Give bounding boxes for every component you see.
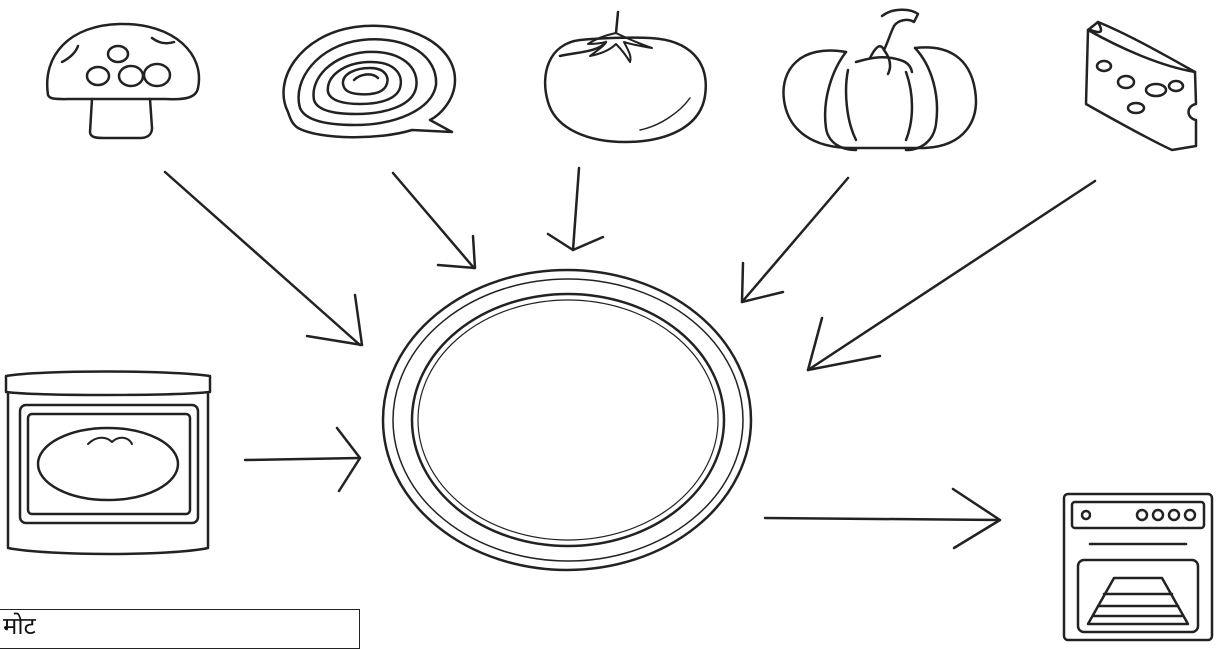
tomato-icon (545, 12, 706, 142)
arrow-mushroom-to-base (165, 172, 362, 345)
note-box: मोट (0, 609, 360, 649)
arrow-pepper-to-base (742, 178, 848, 302)
arrow-tomato-to-base (548, 168, 603, 250)
cheese-icon (1086, 22, 1196, 150)
sauce-jar-icon (6, 372, 210, 555)
arrow-cheese-to-base (808, 181, 1095, 370)
arrow-onion-to-base (393, 173, 475, 268)
bell-pepper-icon (784, 10, 976, 150)
note-text: मोट (3, 611, 36, 641)
onion-icon (284, 26, 455, 137)
mushroom-icon (47, 24, 199, 138)
arrow-sauce-to-base (245, 428, 360, 491)
pizza-base-icon (383, 270, 751, 570)
oven-icon (1064, 494, 1212, 640)
arrow-base-to-oven (765, 489, 1000, 548)
